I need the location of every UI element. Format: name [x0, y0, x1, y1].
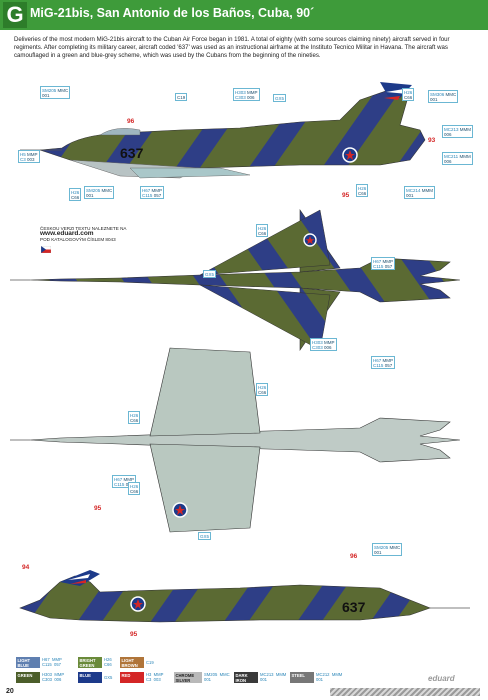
- callout-top-h67-b: H67 MMP C115 057: [371, 356, 396, 369]
- legend-codes-bright-green: H26 C66: [104, 657, 112, 667]
- legend-swatch-chrome-silver: CHROME SILVER: [174, 672, 202, 683]
- callout-mc211: MC211 MMM 006: [442, 152, 473, 165]
- legend-codes-chrome-silver: SM205 MMC 001: [204, 672, 230, 682]
- scheme-letter-box: G: [3, 2, 27, 28]
- legend-swatch-green: GREEN: [16, 672, 40, 683]
- tail-code-side2: 637: [342, 599, 366, 615]
- legend-swatch-blue: BLUE: [78, 672, 102, 683]
- callout-mc214: MC214 MMM 001: [404, 186, 436, 199]
- legend-codes-green: H303 MMP C303 006: [42, 672, 65, 682]
- callout-gx5: GX5: [273, 94, 287, 102]
- callout-sm306: SM306 MMC 001: [428, 90, 459, 103]
- callout-sm205: SM205 MMC 001: [40, 86, 71, 99]
- scheme-letter: G: [6, 2, 24, 27]
- legend-codes-light-brown: C19: [146, 660, 154, 665]
- legend-swatch-steel: STEEL: [290, 672, 314, 683]
- marking-93: 93: [428, 137, 436, 144]
- czech-version-note: ČESKOU VERZI TEXTU NALEZNETE NA www.edua…: [40, 226, 127, 242]
- eduard-logo: eduard: [428, 674, 455, 683]
- bottom-view: [10, 347, 461, 533]
- callout-top-gx5: GX5: [203, 270, 217, 278]
- tail-code-side1: 637: [120, 145, 144, 161]
- side-view-right: 637: [20, 82, 426, 179]
- legend-swatch-light-blue: LIGHT BLUE: [16, 657, 40, 668]
- legend-codes-dark-iron: MC213 MMM 001: [260, 672, 287, 682]
- callout-mc213: MC213 MMM 006: [442, 125, 474, 138]
- footer-stripe: [330, 688, 480, 696]
- page-number: 20: [6, 688, 14, 695]
- legend-codes-light-blue: H67 MMP C115 057: [42, 657, 62, 667]
- top-view: [10, 209, 461, 351]
- marking-95b: 95: [94, 505, 102, 512]
- legend-swatch-dark-iron: DARK IRON: [234, 672, 258, 683]
- callout-bottom-gx5: GX5: [198, 532, 212, 540]
- legend-codes-steel: MC212 MMM 001: [316, 672, 343, 682]
- callout-top-h303: H303 MMP C303 006: [310, 338, 337, 351]
- marking-96b: 96: [350, 553, 358, 560]
- czech-flag-icon: [41, 246, 51, 253]
- legend-swatch-bright-green: BRIGHT GREEN: [78, 657, 102, 668]
- marking-95c: 95: [130, 631, 138, 638]
- marking-94: 94: [22, 564, 30, 571]
- legend-swatch-red: RED: [120, 672, 144, 683]
- callout-c19: C19: [175, 93, 188, 101]
- header-bar: G MiG-21bis, San Antonio de los Baños, C…: [0, 0, 488, 30]
- page-title: MiG-21bis, San Antonio de los Baños, Cub…: [30, 6, 315, 20]
- callout-h3-red: H5 MMP C3 003: [18, 150, 40, 163]
- legend-swatch-light-brown: LIGHT BROWN: [120, 657, 144, 668]
- legend-codes-blue: GX5: [104, 675, 113, 680]
- callout-sm205-b: SM205 MMC 001: [84, 186, 115, 199]
- side-view-left: 637: [19, 570, 470, 623]
- eduard-url-link[interactable]: www.eduard.com: [40, 230, 94, 238]
- callout-top-h67: H67 MMP C115 057: [371, 257, 396, 270]
- legend-codes-red: H3 MMP C3 003: [146, 672, 164, 682]
- callout-h303: H303 MMP C303 006: [233, 88, 260, 101]
- marking-95: 95: [342, 192, 350, 199]
- callout-h67: H67 MMP C115 057: [140, 186, 165, 199]
- description-text: Deliveries of the most modern MiG-21bis …: [14, 36, 450, 60]
- marking-96: 96: [127, 118, 135, 125]
- callout-side2-sm205: SM205 MMC 001: [372, 543, 403, 556]
